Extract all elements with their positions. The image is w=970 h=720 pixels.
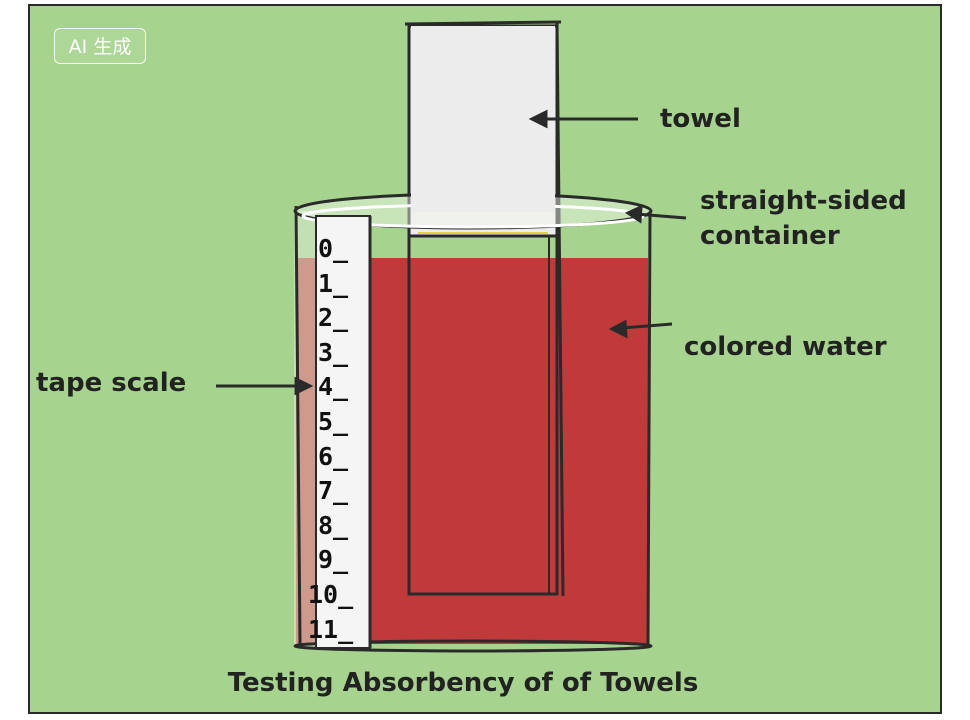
container-arrow xyxy=(635,212,687,220)
diagram-panel: AI 生成 towel straight-sided container col… xyxy=(28,4,942,714)
tape-tick-label: 5_ xyxy=(318,407,349,436)
tape-tick-label: 8_ xyxy=(318,510,349,540)
tape-tick-label: 0_ xyxy=(318,234,349,263)
tape-tick-label: 10_ xyxy=(308,580,354,609)
tape-arrowhead xyxy=(294,376,314,396)
label-container-line1: straight-sided xyxy=(700,186,907,216)
diagram-drawing xyxy=(216,20,687,653)
tape-tick-label: 2_ xyxy=(318,303,349,333)
container-bottom xyxy=(293,639,653,653)
container-right-edge xyxy=(646,210,652,645)
tape-tick-label: 9_ xyxy=(318,545,349,575)
tape-tick-label: 11_ xyxy=(308,614,354,644)
container-arrowhead xyxy=(624,204,643,224)
container-left-edge xyxy=(294,205,302,645)
tape-tick-label: 6_ xyxy=(318,441,349,471)
tape-tick-label: 1_ xyxy=(318,268,349,298)
ai-generated-badge: AI 生成 xyxy=(54,28,146,64)
towel-edge-top xyxy=(404,20,562,26)
water-arrow xyxy=(621,322,673,330)
towel-submerged xyxy=(407,234,559,596)
diagram-title: Testing Absorbency of of Towels xyxy=(227,668,699,698)
tape-tick-label: 3_ xyxy=(318,337,349,367)
label-container-line2: container xyxy=(700,221,840,251)
water-arrowhead xyxy=(608,319,628,339)
tape-tick-label: 7_ xyxy=(318,476,349,506)
label-tape-scale: tape scale xyxy=(36,368,187,398)
tape-tick-label: 4_ xyxy=(318,372,349,402)
label-colored-water: colored water xyxy=(684,332,887,362)
label-towel: towel xyxy=(660,104,741,134)
tape-strip xyxy=(315,215,371,649)
towel-arrowhead xyxy=(528,109,548,129)
